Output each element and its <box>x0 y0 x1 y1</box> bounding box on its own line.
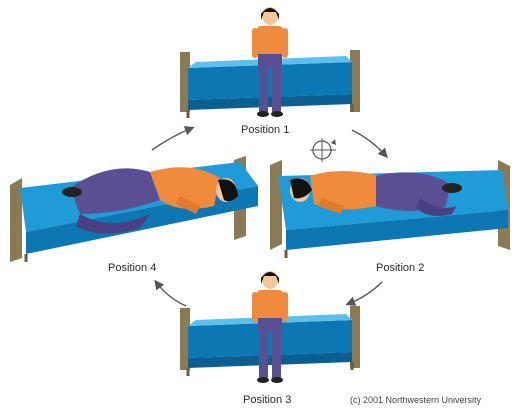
position-3-label: Position 3 <box>243 394 291 406</box>
copyright-credit: (c) 2001 Northwestern University <box>350 395 481 405</box>
position-4-figure <box>10 156 258 262</box>
position-4-label: Position 4 <box>108 262 156 274</box>
position-3-figure <box>180 271 360 383</box>
position-1-figure <box>180 7 360 118</box>
position-2-label: Position 2 <box>376 262 424 274</box>
arrow-2-to-3 <box>348 282 382 304</box>
circle-arrow-icon <box>310 138 336 162</box>
arrow-4-to-1 <box>152 128 192 150</box>
arrow-1-to-2 <box>352 130 386 156</box>
position-2-figure <box>270 160 510 258</box>
position-1-label: Position 1 <box>241 124 289 136</box>
arrow-3-to-4 <box>156 282 186 306</box>
